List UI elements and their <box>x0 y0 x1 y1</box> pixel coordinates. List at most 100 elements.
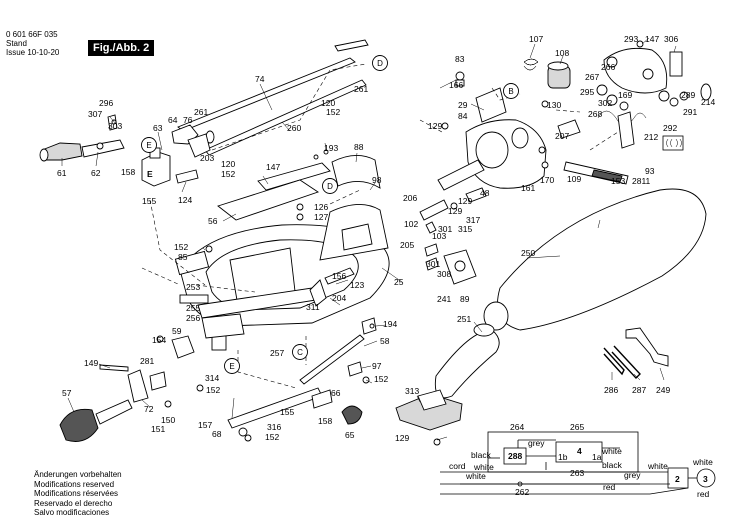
callout-108: 108 <box>555 48 569 58</box>
callout-65: 65 <box>345 430 355 440</box>
callout-303: 303 <box>108 121 122 131</box>
callout-315: 315 <box>458 224 472 234</box>
callout-193: 193 <box>324 143 338 153</box>
wire-label-white3: white <box>465 471 486 481</box>
circle-ref-letter: D <box>327 182 333 191</box>
callout-97: 97 <box>372 361 382 371</box>
circle-ref-letter: D <box>377 59 383 68</box>
part-shapes <box>39 39 712 446</box>
callout-93: 93 <box>645 166 655 176</box>
callout-314: 314 <box>205 373 219 383</box>
callout-129b: 129 <box>428 121 442 131</box>
callout-103: 103 <box>432 231 446 241</box>
wire-label-white5: white <box>692 457 713 467</box>
callout-301: 301 <box>438 224 452 234</box>
callout-250: 250 <box>521 248 535 258</box>
callout-25: 25 <box>394 277 404 287</box>
callout-261: 261 <box>354 84 368 94</box>
callout-147b: 147 <box>645 34 659 44</box>
comp-label-3: 3 <box>703 474 708 484</box>
callout-98: 98 <box>372 175 382 185</box>
circle-ref-B: B <box>503 83 519 99</box>
note-es: Reservado el derecho <box>34 498 113 508</box>
motor-housing <box>465 87 547 189</box>
knob-57 <box>59 399 133 442</box>
callout-64: 64 <box>168 115 178 125</box>
component-4 <box>555 441 603 463</box>
callout-317: 317 <box>466 215 480 225</box>
callout-152c: 152 <box>174 242 188 252</box>
callout-214: 214 <box>701 97 715 107</box>
callout-120b: 120 <box>221 159 235 169</box>
wire-label-263: 263 <box>570 468 584 478</box>
fence-88 <box>331 155 381 189</box>
callout-152b: 152 <box>221 169 235 179</box>
callout-153: 153 <box>611 176 625 186</box>
lever-72 <box>127 369 167 403</box>
callout-120: 120 <box>321 98 335 108</box>
callout-268: 268 <box>588 109 602 119</box>
callout-170: 170 <box>540 175 554 185</box>
callout-83: 83 <box>455 54 465 64</box>
callout-205: 205 <box>400 240 414 250</box>
callout-57: 57 <box>62 388 72 398</box>
plate-56 <box>217 179 320 221</box>
comp-label-2: 2 <box>675 474 680 484</box>
callout-123: 123 <box>350 280 364 290</box>
callout-102: 102 <box>404 219 418 229</box>
callout-302: 302 <box>598 98 612 108</box>
wire-label-red2: red <box>697 489 710 499</box>
callout-255: 255 <box>186 303 200 313</box>
belt-cover <box>603 47 668 94</box>
callout-85: 85 <box>178 252 188 262</box>
rail-74 <box>177 39 369 132</box>
callout-107: 107 <box>529 34 543 44</box>
callout-158b: 158 <box>318 416 332 426</box>
callout-129d: 129 <box>395 433 409 443</box>
circle-ref-E-top: E <box>141 137 157 153</box>
wire-label-black: black <box>471 450 492 460</box>
callout-206: 206 <box>403 193 417 203</box>
stand-line: Stand <box>6 39 27 48</box>
callout-155: 155 <box>142 196 156 206</box>
spindle-109 <box>563 161 629 185</box>
callout-267: 267 <box>585 72 599 82</box>
wire-label-grey: grey <box>528 438 545 448</box>
callout-291: 291 <box>683 107 697 117</box>
circle-ref-letter: B <box>508 87 513 96</box>
pin-1b: 1b <box>558 452 568 462</box>
wire-label-cord: cord <box>449 461 466 471</box>
part-number: 0 601 66F 035 <box>6 30 58 39</box>
callout-301b: 301 <box>426 259 440 269</box>
callout-59: 59 <box>172 326 182 336</box>
comp-label-4: 4 <box>577 446 582 456</box>
callout-166: 166 <box>449 80 463 90</box>
plate-147 <box>257 162 331 191</box>
callout-307: 307 <box>88 109 102 119</box>
callout-29: 29 <box>458 100 468 110</box>
callout-311: 311 <box>306 302 320 312</box>
wire-label-white2: white <box>473 462 494 472</box>
callout-155b: 155 <box>280 407 294 417</box>
hose-251 <box>434 323 500 399</box>
callout-281: 281 <box>140 356 154 366</box>
bracket-158 <box>141 147 171 187</box>
callout-157: 157 <box>198 420 212 430</box>
callout-154: 154 <box>152 335 166 345</box>
wire-label-white4: white <box>647 461 668 471</box>
callout-58: 58 <box>380 336 390 346</box>
wire-label-red: red <box>603 482 616 492</box>
callout-150: 150 <box>161 415 175 425</box>
callout-84: 84 <box>458 111 468 121</box>
callout-68: 68 <box>212 429 222 439</box>
callout-292: 292 <box>663 123 677 133</box>
circle-ref-D-top: D <box>372 55 388 71</box>
note-en: Modifications reserved <box>34 479 115 489</box>
callout-labels: 74 260 261 120 152 296 307 303 61 62 63 … <box>57 34 715 443</box>
callout-130: 130 <box>547 100 561 110</box>
wire-label-white: white <box>601 446 622 456</box>
figure-label: Fig./Abb. 2 <box>88 40 155 56</box>
callout-152d: 152 <box>206 385 220 395</box>
leader-lines <box>61 37 677 441</box>
